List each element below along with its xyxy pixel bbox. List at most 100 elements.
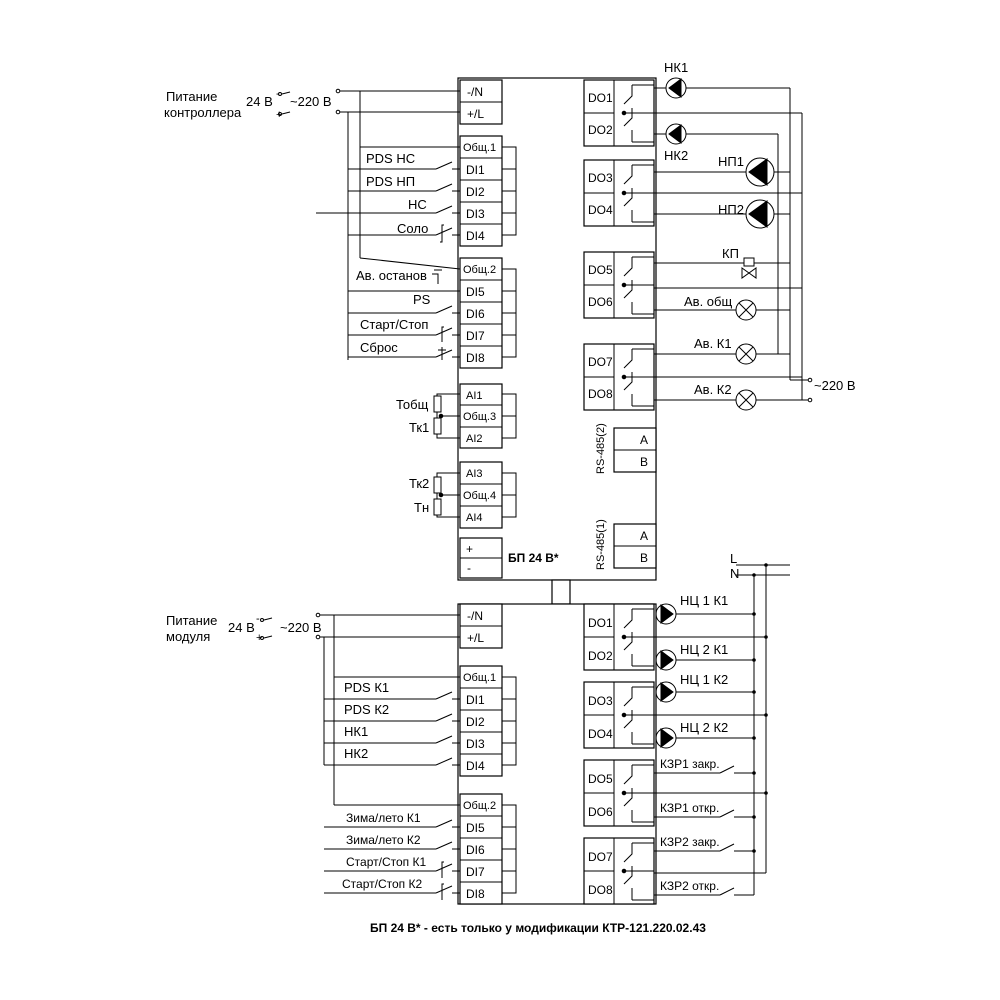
module-power-label-2: модуля <box>166 629 210 644</box>
module-di5: DI5 <box>466 821 485 835</box>
controller-do5: DO5 <box>588 263 613 277</box>
output-av-k1-label: Ав. К1 <box>694 336 732 351</box>
module-di2: DI2 <box>466 715 485 729</box>
module-power-ac: ~220 В <box>280 620 322 635</box>
controller-rs485-1-name: RS-485(1) <box>595 519 607 570</box>
controller-rs485-1-a: A <box>640 529 648 543</box>
controller-di1-label: PDS НС <box>366 151 415 166</box>
controller-di4-label: Соло <box>397 221 428 236</box>
module-di-field: PDS К1 PDS К2 НК1 НК2 Зима/лето К1 Зима/… <box>324 680 460 900</box>
module-di-common2: Общ.2 <box>463 800 496 812</box>
controller-di6-label: PS <box>413 292 431 307</box>
controller-di3-label: НС <box>408 197 427 212</box>
bus-l-label: L <box>730 551 737 566</box>
module-power-input: Питание модуля 24 В ~220 В - + <box>166 612 460 806</box>
module-di-common1: Общ.1 <box>463 672 496 684</box>
module-power-minus: - <box>256 613 260 625</box>
module-di8-label: Старт/Стоп К2 <box>342 877 422 891</box>
controller-di1: DI1 <box>466 163 485 177</box>
controller-di7-label: Старт/Стоп <box>360 317 428 332</box>
controller-rs485-2-b: B <box>640 455 648 469</box>
module-di8: DI8 <box>466 887 485 901</box>
controller-power-dc: 24 В <box>246 94 273 109</box>
module-power-label-1: Питание <box>166 613 217 628</box>
module-do5: DO5 <box>588 772 613 786</box>
controller-relay-contacts <box>621 84 654 407</box>
module-di-group2 <box>459 793 503 905</box>
module-do6: DO6 <box>588 805 613 819</box>
module-output-2-label: НЦ 2 К1 <box>680 642 728 657</box>
module-di5-label: Зима/лето К1 <box>346 811 421 825</box>
module-di6: DI6 <box>466 843 485 857</box>
controller-do4: DO4 <box>588 203 613 217</box>
sensor-tk2 <box>433 476 442 494</box>
controller-di2: DI2 <box>466 185 485 199</box>
module-do1: DO1 <box>588 616 613 630</box>
module-terminal-l: +/L <box>467 631 484 645</box>
controller-di-field: PDS НС PDS НП НС Соло Ав. останов PS Ста… <box>316 151 460 360</box>
bus-n-label: N <box>730 566 739 581</box>
module-do7: DO7 <box>588 850 613 864</box>
controller-di7: DI7 <box>466 329 485 343</box>
controller-ai-field: Тобщ Тк1 Тк2 Тн <box>396 393 460 518</box>
controller-di8-label: Сброс <box>360 340 398 355</box>
controller-do-loads: НК1 НК2 НП1 НП2 КП Ав. общ Ав. К1 Ав. К2… <box>654 60 856 411</box>
lamp-av-obsch-icon <box>735 299 757 321</box>
module-do4: DO4 <box>588 727 613 741</box>
module-output-8-label: КЗР2 откр. <box>660 879 719 893</box>
output-ac-label: ~220 В <box>814 378 856 393</box>
controller-terminal-n: -/N <box>467 85 483 99</box>
controller-ai2-label: Тк1 <box>409 420 429 435</box>
controller-di-group1 <box>459 135 503 247</box>
module-output-3-label: НЦ 1 К2 <box>680 672 728 687</box>
controller-di6: DI6 <box>466 307 485 321</box>
module-do8: DO8 <box>588 883 613 897</box>
controller-rs485-1-b: B <box>640 551 648 565</box>
controller-do2: DO2 <box>588 123 613 137</box>
module-di-group1 <box>459 665 503 777</box>
sensor-tn <box>433 498 442 516</box>
controller-ai1-label: Тобщ <box>396 397 429 412</box>
controller-power-ac: ~220 В <box>290 94 332 109</box>
controller-psu-minus: - <box>467 561 471 575</box>
sensor-tk1 <box>433 417 442 435</box>
footnote: БП 24 В* - есть только у модификации КТР… <box>370 921 706 935</box>
output-np2-label: НП2 <box>718 202 744 217</box>
module-di4: DI4 <box>466 759 485 773</box>
controller-ai3: AI3 <box>466 468 483 480</box>
controller-di8: DI8 <box>466 351 485 365</box>
output-kp-label: КП <box>722 246 739 261</box>
controller-ai4: AI4 <box>466 512 483 524</box>
module-di1-label: PDS К1 <box>344 680 389 695</box>
controller-do1: DO1 <box>588 91 613 105</box>
controller-ai-group1 <box>459 383 503 449</box>
controller-di2-label: PDS НП <box>366 174 415 189</box>
controller-terminal-l: +/L <box>467 107 484 121</box>
controller-psu-plus: + <box>466 542 473 556</box>
module-output-7-label: КЗР2 закр. <box>660 835 720 849</box>
controller-ai-group2 <box>459 461 503 529</box>
module-do3: DO3 <box>588 694 613 708</box>
controller-di4: DI4 <box>466 229 485 243</box>
controller-ai1: AI1 <box>466 390 483 402</box>
output-nk1-label: НК1 <box>664 60 688 75</box>
controller-power-input: Питание контроллера 24 В ~220 В - + <box>164 88 461 360</box>
module-di3: DI3 <box>466 737 485 751</box>
module-output-4-label: НЦ 2 К2 <box>680 720 728 735</box>
controller-ai-common3: Общ.3 <box>463 411 496 423</box>
controller-ai2: AI2 <box>466 433 483 445</box>
module-do-loads: L N НЦ 1 К1 НЦ 2 К1 НЦ 1 К2 НЦ 2 К2 КЗР1… <box>654 551 790 896</box>
controller-di5-label: Ав. останов <box>356 268 427 283</box>
controller-ai-common4: Общ.4 <box>463 490 496 502</box>
module-power-dc: 24 В <box>228 620 255 635</box>
module-power-plus: + <box>256 632 262 644</box>
controller-di3: DI3 <box>466 207 485 221</box>
valve-kp-icon <box>741 267 757 279</box>
sensor-tobsch <box>433 395 442 413</box>
module-di7: DI7 <box>466 865 485 879</box>
output-av-k2-label: Ав. К2 <box>694 382 732 397</box>
module-di7-label: Старт/Стоп К1 <box>346 855 426 869</box>
controller-do3: DO3 <box>588 171 613 185</box>
lamp-av-k2-icon <box>735 389 757 411</box>
